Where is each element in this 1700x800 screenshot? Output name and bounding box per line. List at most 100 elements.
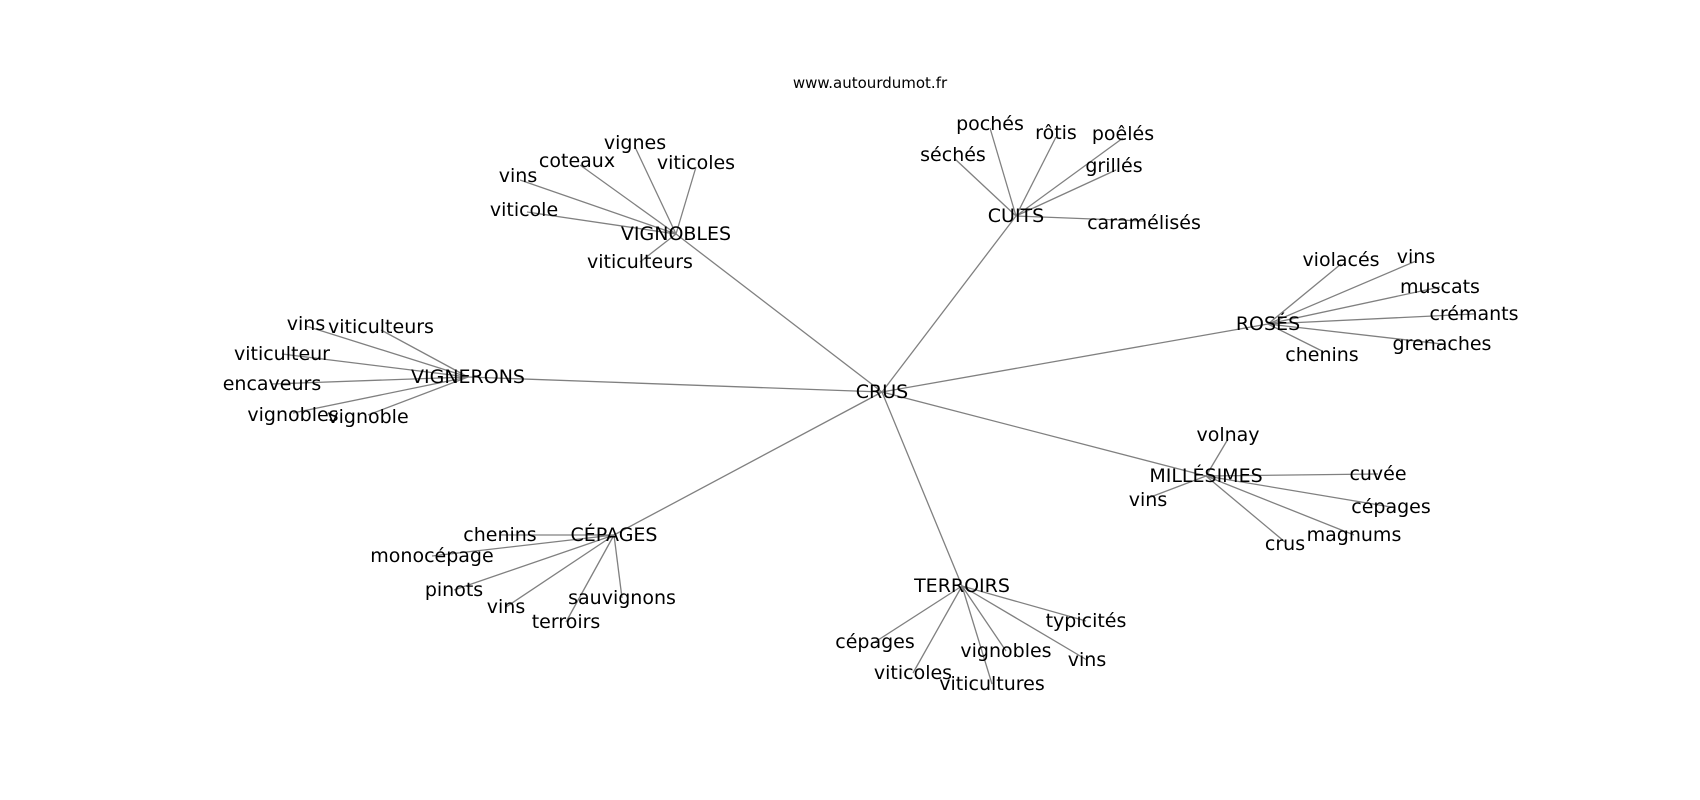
edge-hub-leaf	[989, 127, 1017, 217]
edge-hub-leaf	[961, 585, 1087, 622]
edge-hub-leaf	[431, 534, 615, 557]
edge-hub-leaf	[1205, 475, 1392, 508]
leaf-word-label: vins	[287, 313, 325, 335]
hub-word-label: VIGNERONS	[411, 366, 525, 388]
hub-word-label: ROSÉS	[1236, 312, 1300, 335]
hub-word-label: MILLÉSIMES	[1149, 464, 1262, 487]
leaf-word-label: viticultures	[939, 673, 1045, 695]
edge-root-hub	[613, 391, 883, 536]
graph-edges	[271, 127, 1475, 685]
edge-root-hub	[881, 391, 963, 587]
edge-hub-leaf	[874, 585, 963, 643]
edge-hub-leaf	[1267, 263, 1342, 325]
leaf-word-label: sauvignons	[568, 587, 676, 609]
edge-hub-leaf	[1205, 473, 1379, 477]
edge-hub-leaf	[1205, 475, 1286, 543]
edge-root-hub	[675, 233, 883, 393]
leaf-word-label: grenaches	[1393, 333, 1492, 355]
edge-hub-leaf	[505, 534, 615, 608]
leaf-word-label: pinots	[425, 579, 483, 601]
leaf-word-label: magnums	[1307, 524, 1402, 546]
edge-hub-leaf	[912, 585, 963, 674]
edge-hub-leaf	[634, 146, 677, 235]
edge-hub-leaf	[519, 179, 677, 235]
leaf-word-label: vins	[499, 165, 537, 187]
edge-hub-leaf	[1267, 323, 1443, 345]
edge-hub-leaf	[954, 158, 1017, 217]
leaf-word-label: crus	[1265, 533, 1305, 555]
leaf-word-label: vignes	[604, 132, 666, 154]
edge-hub-leaf	[1015, 136, 1057, 217]
edge-root-hub	[881, 323, 1269, 393]
edge-hub-leaf	[1205, 438, 1229, 477]
leaf-word-label: cépages	[1351, 496, 1431, 518]
hub-word-label: VIGNOBLES	[621, 223, 731, 245]
edge-hub-leaf	[1205, 475, 1355, 536]
leaf-word-label: vins	[1397, 246, 1435, 268]
edge-hub-leaf	[961, 585, 993, 685]
leaf-word-label: violacés	[1302, 249, 1379, 271]
edge-hub-leaf	[961, 585, 1088, 661]
edge-hub-leaf	[1267, 260, 1417, 325]
edge-hub-leaf	[1015, 137, 1124, 217]
leaf-word-label: chenins	[1285, 344, 1358, 366]
leaf-word-label: cuvée	[1349, 463, 1406, 485]
graph-labels: vignesviticolescoteauxvinsviticoleviticu…	[223, 113, 1519, 695]
leaf-word-label: vins	[487, 596, 525, 618]
leaf-word-label: volnay	[1196, 424, 1259, 446]
hub-word-label: TERROIRS	[913, 575, 1010, 597]
site-watermark: www.autourdumot.fr	[793, 74, 948, 92]
edge-hub-leaf	[675, 166, 697, 235]
edge-hub-leaf	[1147, 475, 1207, 499]
leaf-word-label: monocépage	[370, 545, 493, 567]
edge-hub-leaf	[526, 211, 677, 235]
edge-hub-leaf	[271, 376, 469, 385]
hub-word-label: CÉPAGES	[571, 523, 658, 546]
leaf-word-label: vignobles	[960, 640, 1051, 662]
leaf-word-label: vignobles	[247, 404, 338, 426]
edge-hub-leaf	[613, 534, 623, 599]
leaf-word-label: viticulteurs	[328, 316, 434, 338]
leaf-word-label: vignoble	[327, 406, 408, 428]
edge-hub-leaf	[565, 534, 615, 623]
leaf-word-label: caramélisés	[1087, 212, 1201, 234]
leaf-word-label: typicités	[1046, 610, 1127, 632]
edge-hub-leaf	[281, 353, 469, 378]
edge-hub-leaf	[639, 233, 677, 263]
leaf-word-label: chenins	[463, 524, 536, 546]
edge-hub-leaf	[292, 376, 469, 414]
leaf-word-label: viticulteurs	[587, 251, 693, 273]
leaf-word-label: viticoles	[657, 152, 735, 174]
leaf-word-label: pochés	[956, 113, 1024, 135]
leaf-word-label: séchés	[920, 144, 986, 166]
edge-hub-leaf	[579, 164, 677, 235]
edge-root-hub	[467, 376, 883, 393]
edge-hub-leaf	[367, 376, 469, 416]
edge-hub-leaf	[1267, 323, 1323, 352]
leaf-word-label: muscats	[1400, 276, 1480, 298]
edge-hub-leaf	[1015, 169, 1117, 217]
hub-word-label: CUITS	[988, 205, 1044, 227]
leaf-word-label: crémants	[1429, 303, 1518, 325]
leaf-word-label: viticulteur	[234, 343, 330, 365]
leaf-word-label: coteaux	[539, 150, 615, 172]
leaf-word-label: vins	[1068, 649, 1106, 671]
leaf-word-label: rôtis	[1035, 122, 1077, 144]
edge-hub-leaf	[380, 329, 469, 378]
edge-hub-leaf	[305, 325, 469, 378]
edge-hub-leaf	[1015, 215, 1145, 222]
edge-root-hub	[881, 391, 1207, 477]
edge-hub-leaf	[453, 534, 615, 591]
edge-hub-leaf	[961, 585, 1007, 652]
leaf-word-label: poêlés	[1092, 123, 1154, 145]
leaf-word-label: viticole	[490, 199, 558, 221]
leaf-word-label: encaveurs	[223, 373, 322, 395]
edge-hub-leaf	[1267, 313, 1475, 325]
leaf-word-label: cépages	[835, 631, 915, 653]
leaf-word-label: vins	[1129, 489, 1167, 511]
root-word-label: CRUS	[856, 381, 908, 403]
edge-root-hub	[881, 215, 1017, 393]
edge-hub-leaf	[1267, 286, 1441, 325]
